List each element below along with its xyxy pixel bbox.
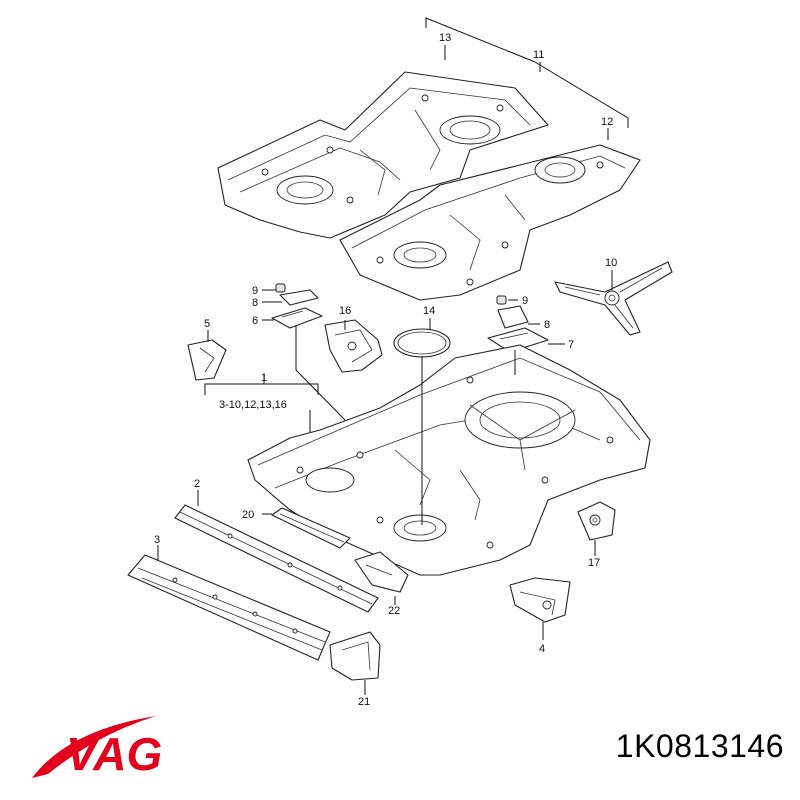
part-16-crossmember-bracket <box>324 319 383 373</box>
part-20-strip-bracket <box>271 507 351 549</box>
callout-3: 3 <box>154 534 160 546</box>
part-5-angle-bracket <box>187 339 227 381</box>
logo-text: VAG <box>66 728 162 780</box>
part-7-plate-right <box>487 327 549 353</box>
callout-1-range: 3-10,12,13,16 <box>219 399 287 411</box>
callout-4: 4 <box>539 643 545 655</box>
callout-20: 20 <box>242 509 254 521</box>
part-8-bracket-left <box>279 289 319 306</box>
part-9-nut-left <box>275 283 286 293</box>
part-number: 1K0813146 <box>615 728 784 764</box>
callout-22: 22 <box>388 605 400 617</box>
callout-17: 17 <box>588 557 600 569</box>
part-17-mount-plate <box>577 501 616 541</box>
callout-8-right: 8 <box>544 319 550 331</box>
callout-1: 1 <box>261 372 267 384</box>
part-22-small-bracket <box>354 551 409 593</box>
callout-21: 21 <box>358 696 370 708</box>
callout-13: 13 <box>439 32 451 44</box>
callout-9-left: 9 <box>252 285 258 297</box>
callout-8-left: 8 <box>252 297 258 309</box>
callout-12: 12 <box>601 116 613 128</box>
callout-7: 7 <box>568 339 574 351</box>
callout-9-right: 9 <box>522 295 528 307</box>
part-10-spider-bracket <box>554 261 673 336</box>
callout-11: 11 <box>533 49 544 61</box>
part-21-splash-plate <box>329 631 381 681</box>
part-12-rear-floor-pan <box>339 144 641 301</box>
callout-2: 2 <box>194 478 200 490</box>
part-13-front-floor-pan <box>217 71 549 239</box>
callout-10: 10 <box>605 257 617 269</box>
part-6-plate-left <box>271 307 323 329</box>
part-1-floor-assembly <box>247 344 651 576</box>
part-9-nut-right <box>496 295 507 305</box>
part-14-cover-plug <box>393 328 451 358</box>
callout-6: 6 <box>252 315 258 327</box>
part-8-bracket-right <box>497 305 529 329</box>
part-4-corner-bracket <box>509 577 571 623</box>
callout-16: 16 <box>339 305 351 317</box>
part-3-outer-sill <box>127 554 331 661</box>
leader-lines <box>157 17 629 695</box>
callout-labels: 13 11 12 10 9 8 6 16 14 9 8 7 5 1 3-10,1… <box>154 32 617 708</box>
logo-swoosh <box>32 716 156 778</box>
part-2-inner-sill <box>174 504 379 613</box>
callout-14: 14 <box>423 305 435 317</box>
callout-5: 5 <box>204 318 210 330</box>
vag-logo: VAG <box>32 716 162 780</box>
